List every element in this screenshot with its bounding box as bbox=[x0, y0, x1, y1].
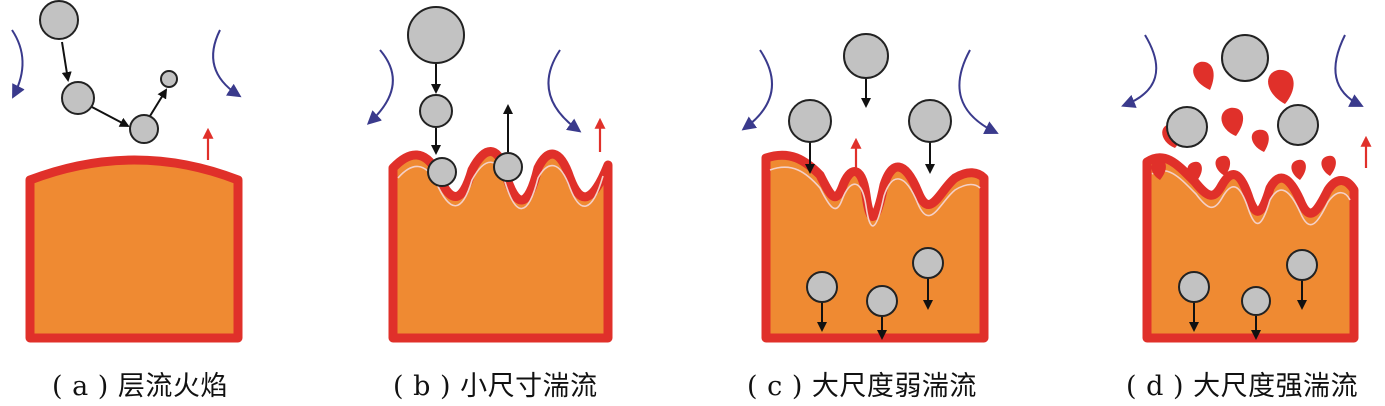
flame-front-c bbox=[769, 166, 981, 227]
path-arrow-a1 bbox=[61, 41, 72, 82]
flow-arrow-right-a bbox=[212, 29, 242, 98]
particle-a2 bbox=[61, 81, 95, 115]
caption-panel-a: ( a ) 层流火焰 bbox=[52, 371, 228, 402]
droplet-2 bbox=[1268, 69, 1294, 104]
flame-front-d bbox=[1151, 169, 1351, 226]
flow-arrow-right-c bbox=[958, 49, 999, 134]
caption-panel-d: ( d ) 大尺度强湍流 bbox=[1126, 371, 1359, 402]
particle-a1 bbox=[39, 0, 79, 40]
particle-d5 bbox=[1241, 286, 1271, 316]
droplet-3 bbox=[1221, 107, 1244, 136]
flow-arrow-left-a bbox=[11, 29, 25, 99]
panel-b bbox=[366, 6, 613, 343]
flow-arrow-right-b bbox=[547, 49, 582, 133]
particle-c1 bbox=[843, 33, 889, 79]
particle-d3 bbox=[1277, 104, 1319, 146]
droplet-7 bbox=[1215, 155, 1231, 176]
fuel-body-a bbox=[25, 155, 243, 343]
particle-a3 bbox=[129, 114, 159, 144]
caption-panel-c: ( c ) 大尺度弱湍流 bbox=[747, 371, 977, 402]
panel-c bbox=[741, 33, 999, 343]
flow-arrow-left-b bbox=[366, 49, 394, 125]
droplet-9 bbox=[1321, 155, 1336, 176]
droplet-1 bbox=[1193, 61, 1214, 90]
path-arrow-a3 bbox=[149, 88, 168, 117]
particle-d1 bbox=[1221, 34, 1269, 82]
droplet-6 bbox=[1187, 161, 1202, 182]
droplet-8 bbox=[1291, 159, 1306, 180]
particle-d4 bbox=[1178, 271, 1210, 303]
flow-arrow-right-d bbox=[1334, 34, 1364, 107]
particle-d6 bbox=[1286, 249, 1318, 281]
particle-c2 bbox=[788, 99, 832, 143]
caption-panel-b: ( b ) 小尺寸湍流 bbox=[393, 371, 598, 402]
particle-c3 bbox=[908, 99, 952, 143]
particle-b2 bbox=[419, 94, 453, 128]
particle-b3 bbox=[427, 157, 457, 187]
particle-d2 bbox=[1166, 106, 1208, 148]
flow-arrow-left-c bbox=[741, 49, 773, 131]
particle-c4 bbox=[806, 271, 838, 303]
path-arrow-a2 bbox=[89, 105, 130, 127]
droplet-10 bbox=[1151, 159, 1166, 180]
particle-b1 bbox=[407, 6, 465, 64]
flow-arrow-left-d bbox=[1121, 34, 1158, 108]
particle-c5 bbox=[866, 285, 898, 317]
droplet-5 bbox=[1251, 129, 1269, 152]
panel-a bbox=[11, 0, 243, 343]
panel-d bbox=[1121, 34, 1372, 343]
particle-a4 bbox=[160, 70, 178, 88]
particle-c6 bbox=[912, 247, 944, 279]
particle-b4 bbox=[493, 152, 523, 182]
